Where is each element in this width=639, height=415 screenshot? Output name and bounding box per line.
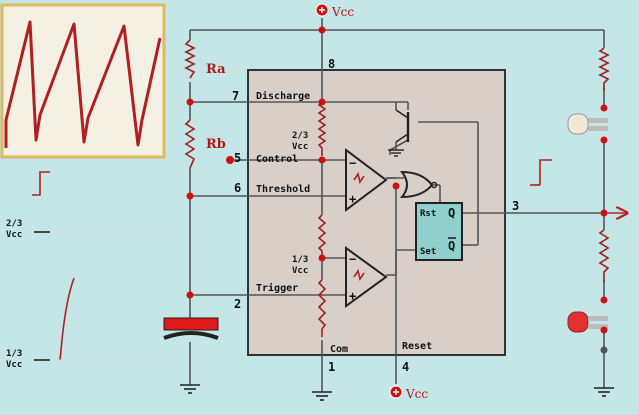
timing-capacitor <box>163 317 219 340</box>
rb-label: Rb <box>206 137 226 152</box>
level-upper-fraction: 2/3 <box>6 219 22 229</box>
level-lower-fraction: 1/3 <box>6 349 22 359</box>
level-upper-vcc: Vcc <box>6 230 22 240</box>
vcc-bottom-symbol <box>389 385 403 399</box>
comparator-upper: − + <box>345 148 388 212</box>
internal-r2 <box>317 214 327 258</box>
resistor-led1 <box>598 47 610 91</box>
svg-text:+: + <box>349 192 356 206</box>
led-bottom <box>567 311 608 333</box>
pin-5-number: 5 <box>234 151 241 165</box>
ff-qbar-label: Q <box>448 239 455 253</box>
threshold-label: Threshold <box>256 184 310 195</box>
vcc-top-symbol <box>315 3 329 17</box>
resistors <box>184 39 610 337</box>
led-top <box>567 113 608 135</box>
pin-2-number: 2 <box>234 297 241 311</box>
discharge-label: Discharge <box>256 90 310 102</box>
junction-dots <box>186 26 608 334</box>
internal-r1 <box>317 101 327 156</box>
trigger-ramp <box>59 277 75 361</box>
pin-3-number: 3 <box>512 199 519 213</box>
com-label: Com <box>330 344 348 355</box>
resistor-ra <box>184 39 196 79</box>
ground-symbols <box>180 384 614 401</box>
ref-lower-fraction: 1/3 <box>292 255 308 265</box>
step-waveforms <box>32 159 552 361</box>
pin-7-number: 7 <box>232 89 239 103</box>
reset-label: Reset <box>402 341 432 352</box>
resistor-led2 <box>598 229 610 282</box>
pin-4-number: 4 <box>402 360 409 374</box>
flip-flop <box>415 202 463 261</box>
scope-window <box>0 3 166 159</box>
ra-label: Ra <box>206 62 226 77</box>
pin-1-number: 1 <box>328 360 335 374</box>
trigger-label: Trigger <box>256 282 298 294</box>
vcc-top-label: Vcc <box>331 5 354 19</box>
ff-rst-label: Rst <box>420 209 436 219</box>
control-label: Control <box>256 154 298 165</box>
vcc-bottom-label: Vcc <box>405 387 428 401</box>
svg-text:−: − <box>349 252 356 266</box>
ff-set-label: Set <box>420 247 436 257</box>
or-gate <box>399 170 434 199</box>
discharge-transistor <box>388 102 410 157</box>
ref-upper-vcc: Vcc <box>292 142 308 152</box>
ref-upper-fraction: 2/3 <box>292 131 308 141</box>
internal-r3 <box>317 279 327 337</box>
ref-lower-vcc: Vcc <box>292 266 308 276</box>
sawtooth-waveform <box>4 20 162 148</box>
level-lower-vcc: Vcc <box>6 360 22 370</box>
svg-text:+: + <box>349 289 356 303</box>
ff-q-label: Q <box>448 206 455 220</box>
pin-8-number: 8 <box>328 57 335 71</box>
svg-text:−: − <box>349 156 356 170</box>
pin-6-number: 6 <box>234 181 241 195</box>
resistor-rb <box>184 119 196 169</box>
comparator-lower: − + <box>345 246 388 308</box>
